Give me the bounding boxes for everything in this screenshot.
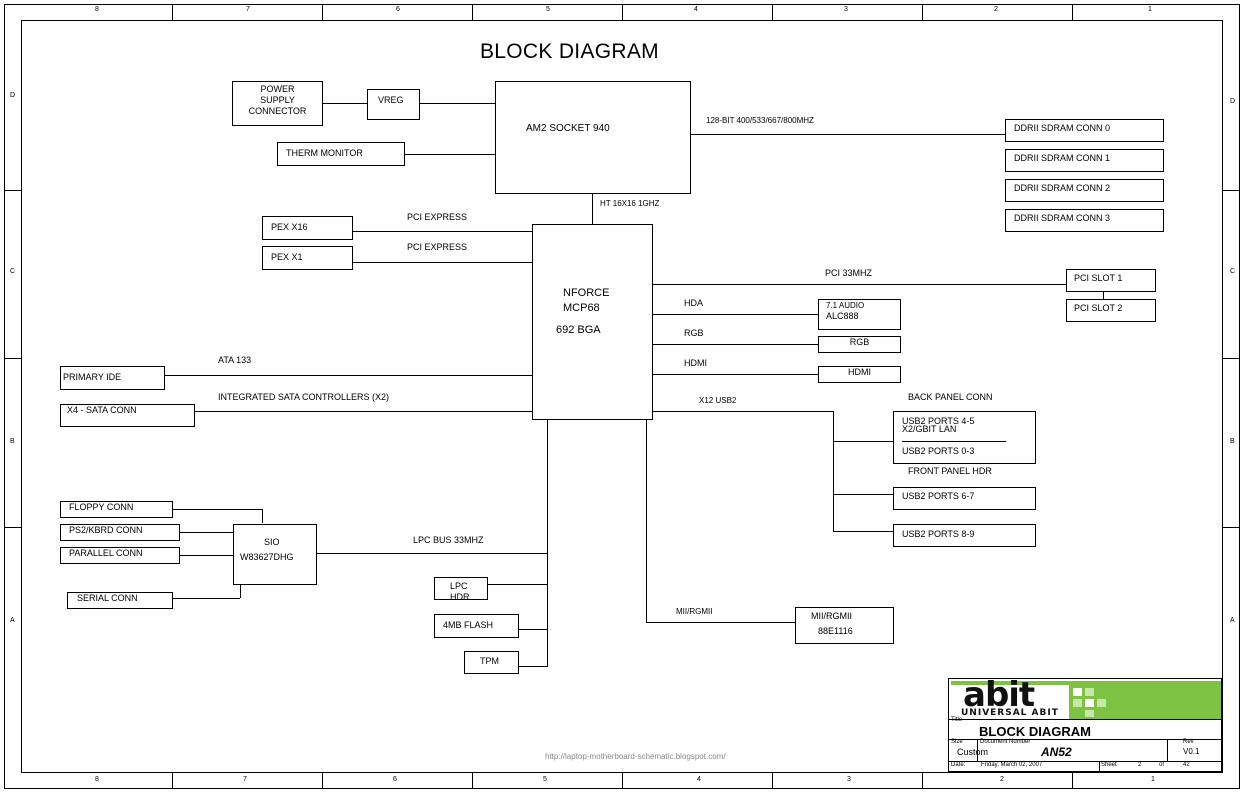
frame-row-letter: D — [10, 92, 16, 99]
frame-col-number: 8 — [95, 6, 99, 13]
ata-bus-label: ATA 133 — [218, 355, 252, 365]
rev-label: Rev — [1183, 739, 1194, 745]
title-caption: Title — [951, 717, 963, 723]
inner-frame — [21, 20, 1223, 773]
lpc-bus-label: LPC BUS 33MHZ — [413, 535, 484, 545]
frame-row-letter: C — [10, 268, 16, 275]
pci-express-label: PCI EXPRESS — [407, 242, 468, 252]
pci-express-label: PCI EXPRESS — [407, 212, 468, 222]
tpm-block: TPM — [464, 651, 519, 674]
date-value: Friday, March 02, 2007 — [981, 762, 1043, 768]
frame-col-number: 8 — [95, 776, 99, 783]
front-panel-label: FRONT PANEL HDR — [908, 466, 992, 476]
date-label: Date: — [951, 762, 966, 768]
size-value: Custom — [957, 747, 989, 757]
sheet-number: 2 — [1138, 762, 1142, 768]
usb-ports-8-9-block: USB2 PORTS 8-9 — [893, 524, 1036, 547]
ddr-conn-0: DDRII SDRAM CONN 0 — [1005, 119, 1164, 142]
floppy-conn-block: FLOPPY CONN — [60, 501, 173, 518]
chipset-block: NFORCE MCP68 692 BGA — [532, 224, 653, 420]
serial-conn-block: SERIAL CONN — [67, 592, 173, 609]
hdmi-block: HDMI — [818, 366, 901, 383]
frame-row-letter: A — [1230, 617, 1235, 624]
diagram-title: BLOCK DIAGRAM — [480, 40, 659, 63]
ddr-conn-3: DDRII SDRAM CONN 3 — [1005, 209, 1164, 232]
frame-col-number: 3 — [844, 6, 848, 13]
frame-col-number: 6 — [396, 6, 400, 13]
vreg-block: VREG — [367, 89, 420, 120]
hdmi-bus-label: HDMI — [684, 358, 707, 368]
mii-phy-block: MII/RGMII 88E1116 — [795, 607, 894, 644]
sata-conn-block: X4 - SATA CONN — [60, 404, 195, 427]
title-block: abit UNIVERSAL ABIT Title BLOCK DIAGRAM … — [948, 675, 1222, 772]
pci-bus-label: PCI 33MHZ — [825, 268, 873, 278]
primary-ide-block: PRIMARY IDE — [60, 366, 165, 390]
frame-col-number: 5 — [546, 6, 550, 13]
frame-col-number: 4 — [694, 6, 698, 13]
hda-bus-label: HDA — [684, 298, 704, 308]
frame-col-number: 1 — [1151, 776, 1155, 783]
frame-col-number: 5 — [543, 776, 547, 783]
frame-col-number: 7 — [243, 776, 247, 783]
frame-row-letter: B — [1230, 438, 1235, 445]
pci-slot-1: PCI SLOT 1 — [1066, 269, 1156, 292]
logo-white-panel — [951, 685, 1069, 719]
ps2-kbrd-conn-block: PS2/KBRD CONN — [60, 524, 180, 541]
frame-col-number: 6 — [393, 776, 397, 783]
parallel-conn-block: PARALLEL CONN — [60, 547, 180, 564]
size-label: Size — [951, 739, 963, 745]
doc-number-value: AN52 — [1041, 745, 1072, 759]
title-block-title: BLOCK DIAGRAM — [979, 724, 1091, 739]
frame-col-number: 7 — [246, 6, 250, 13]
pex-x16-block: PEX X16 — [262, 216, 353, 240]
frame-row-letter: D — [1230, 98, 1236, 105]
back-panel-label: BACK PANEL CONN — [908, 392, 993, 402]
ddr-conn-2: DDRII SDRAM CONN 2 — [1005, 179, 1164, 202]
frame-col-number: 4 — [697, 776, 701, 783]
usb-bus-label: X12 USB2 — [699, 396, 737, 405]
rgb-bus-label: RGB — [684, 328, 704, 338]
mii-bus-label: MII/RGMII — [676, 607, 713, 616]
pex-x1-block: PEX X1 — [262, 246, 353, 270]
audio-codec-block: 7.1 AUDIO ALC888 — [818, 299, 901, 330]
power-supply-connector-block: POWER SUPPLY CONNECTOR — [232, 81, 323, 126]
frame-row-letter: B — [10, 438, 15, 445]
ddr-conn-1: DDRII SDRAM CONN 1 — [1005, 149, 1164, 172]
sheet-label: Sheet — [1101, 762, 1117, 768]
frame-col-number: 3 — [847, 776, 851, 783]
ht-bus-label: HT 16X16 1GHZ — [600, 199, 660, 208]
frame-col-number: 2 — [1000, 776, 1004, 783]
logo-mosaic-icon — [1069, 685, 1109, 719]
rgb-block: RGB — [818, 336, 901, 353]
doc-number-label: Document Number — [980, 739, 1031, 745]
frame-row-letter: A — [10, 617, 15, 624]
pci-slot-2: PCI SLOT 2 — [1066, 299, 1156, 322]
ddr-bus-label: 128-BIT 400/533/667/800MHZ — [706, 116, 814, 125]
logo-subtext: UNIVERSAL ABIT — [961, 708, 1059, 718]
lpc-header-block: LPC HDR — [434, 577, 488, 602]
sio-block: SIO W83627DHG — [233, 524, 317, 585]
frame-row-letter: C — [1230, 268, 1236, 275]
frame-col-number: 2 — [994, 6, 998, 13]
cpu-socket-block: AM2 SOCKET 940 — [495, 81, 691, 194]
therm-monitor-block: THERM MONITOR — [277, 142, 405, 166]
sata-bus-label: INTEGRATED SATA CONTROLLERS (X2) — [218, 392, 390, 402]
usb-ports-6-7-block: USB2 PORTS 6-7 — [893, 487, 1036, 510]
frame-col-number: 1 — [1148, 6, 1152, 13]
logo-wordmark: abit — [963, 675, 1035, 715]
sheet-total: 42 — [1183, 762, 1190, 768]
company-logo: abit UNIVERSAL ABIT — [951, 675, 1221, 719]
usb-back-panel-block: USB2 PORTS 4-5 X2/GBIT LAN USB2 PORTS 0-… — [893, 411, 1036, 464]
flash-block: 4MB FLASH — [434, 614, 519, 638]
sheet-of-label: of — [1159, 762, 1165, 768]
watermark-url: http://laptop-motherboard-schematic.blog… — [545, 752, 726, 761]
rev-value: V0.1 — [1183, 747, 1200, 756]
